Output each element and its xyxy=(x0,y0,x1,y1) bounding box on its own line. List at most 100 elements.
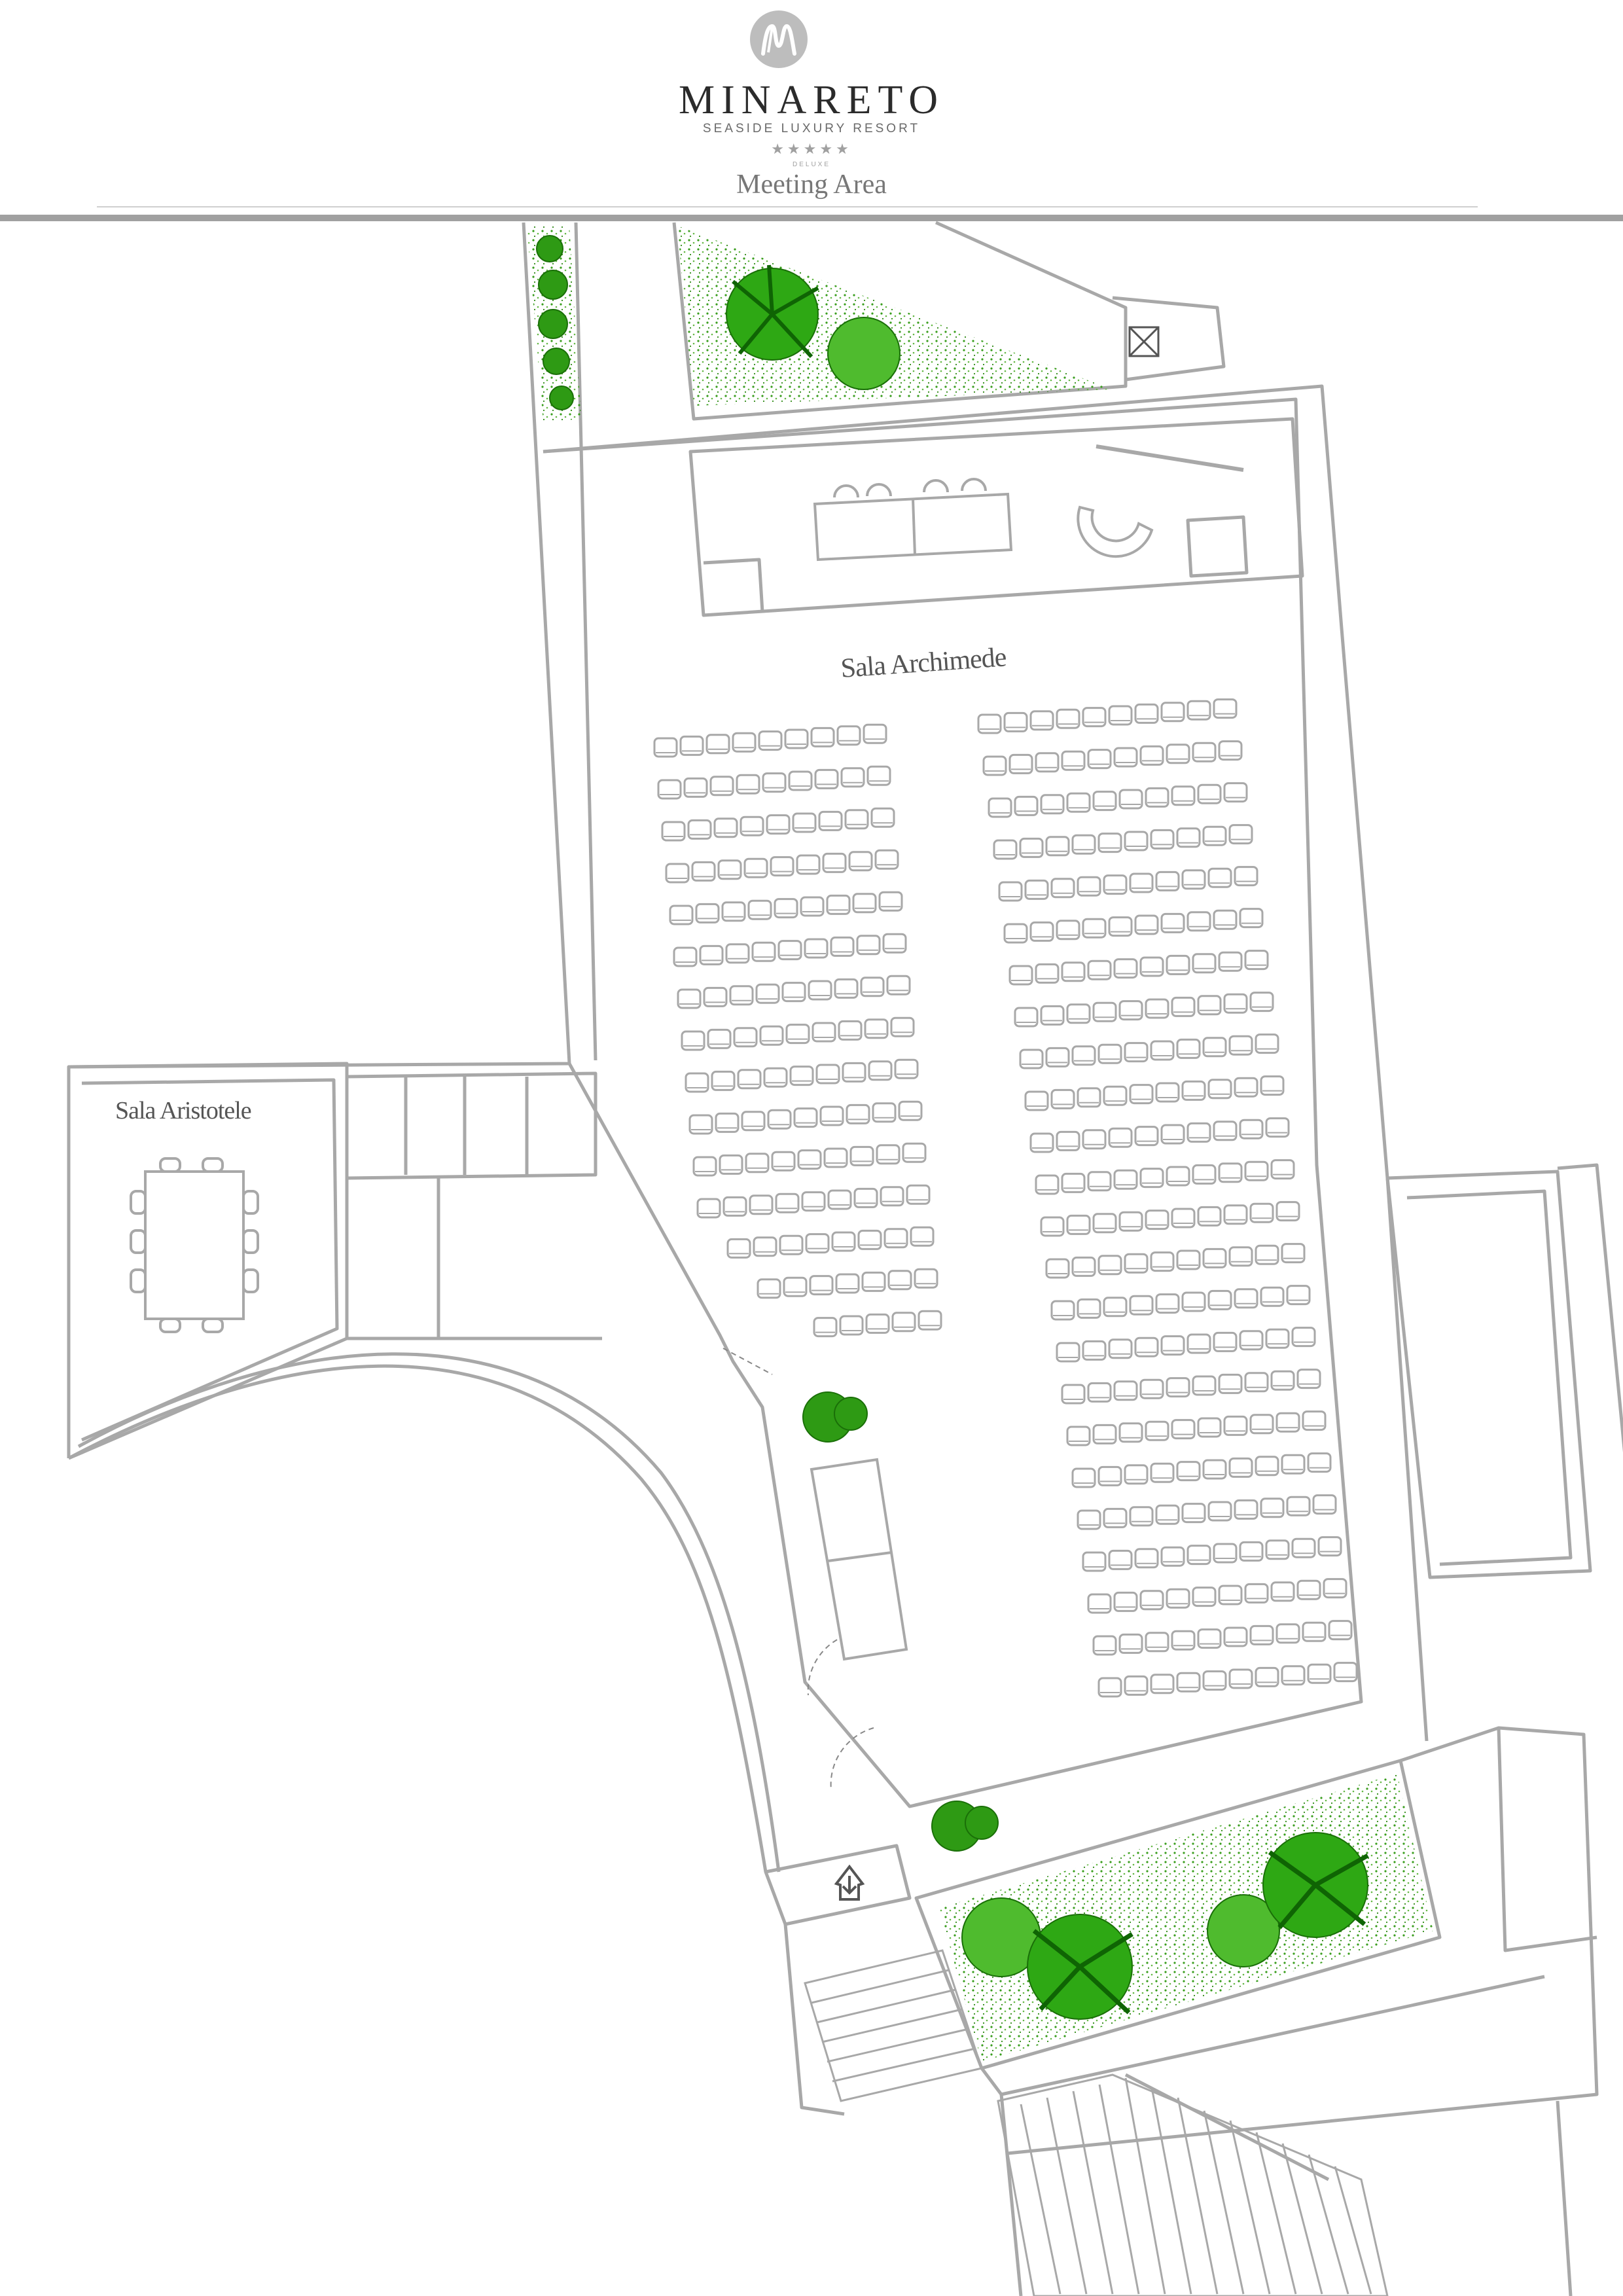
chair xyxy=(1181,1291,1206,1312)
chair xyxy=(1124,1253,1149,1274)
chair xyxy=(1207,1289,1232,1310)
chair xyxy=(1014,795,1039,816)
chair xyxy=(856,935,881,956)
chair xyxy=(797,1149,822,1170)
service-counter xyxy=(810,1458,908,1661)
chair xyxy=(835,1273,860,1294)
chair xyxy=(785,1024,810,1045)
chair xyxy=(1056,920,1080,941)
chair xyxy=(1134,1548,1159,1569)
chair xyxy=(1045,1258,1070,1279)
chair xyxy=(1181,869,1206,890)
chair xyxy=(691,861,716,882)
chair xyxy=(775,1193,800,1213)
shrub-hall-west xyxy=(802,1391,868,1443)
chair xyxy=(789,1066,814,1086)
chair xyxy=(1255,1666,1279,1687)
chair xyxy=(1050,1088,1075,1109)
chair xyxy=(709,776,734,797)
chair xyxy=(1186,911,1211,932)
chair xyxy=(818,810,843,831)
chair xyxy=(1228,1035,1253,1056)
entrance-icon xyxy=(834,1864,865,1901)
chair xyxy=(1134,1336,1159,1357)
chair xyxy=(1244,1160,1269,1181)
chair xyxy=(1139,956,1164,977)
chair xyxy=(1197,1206,1222,1227)
chair xyxy=(788,770,813,791)
chair xyxy=(891,1312,916,1333)
chair xyxy=(715,1112,740,1133)
chair xyxy=(1077,1509,1101,1530)
chair xyxy=(868,1060,893,1081)
chair xyxy=(988,797,1012,818)
chair xyxy=(1218,740,1243,761)
chair xyxy=(1186,1333,1211,1354)
stairs-west xyxy=(804,1949,983,2102)
chair xyxy=(839,1315,864,1336)
chair xyxy=(1103,1085,1128,1106)
chair xyxy=(1066,1214,1091,1235)
chair xyxy=(1056,1342,1080,1363)
chair xyxy=(1113,747,1138,768)
chair xyxy=(831,1231,856,1252)
chair xyxy=(657,779,682,800)
chair xyxy=(890,1016,915,1037)
chair xyxy=(1014,1007,1039,1028)
chair xyxy=(1312,1494,1337,1515)
chair xyxy=(696,1198,721,1219)
chair xyxy=(1134,1126,1159,1147)
chair xyxy=(848,851,873,872)
chair xyxy=(840,767,865,788)
seating-block-right xyxy=(977,698,1358,1698)
chair xyxy=(1061,1384,1086,1405)
chair xyxy=(1171,996,1196,1017)
chair xyxy=(747,899,772,920)
chair xyxy=(1234,866,1258,887)
chair xyxy=(1197,783,1222,804)
chair xyxy=(857,1229,882,1250)
chair xyxy=(1118,1211,1143,1232)
chair xyxy=(1097,1255,1122,1276)
chair xyxy=(1035,1174,1060,1195)
chair xyxy=(1118,1633,1143,1654)
chair xyxy=(1213,1121,1238,1141)
chair xyxy=(1145,1420,1169,1441)
chair xyxy=(707,1028,732,1049)
chair xyxy=(1296,1369,1321,1390)
chair xyxy=(1249,992,1274,1013)
chair xyxy=(695,903,720,924)
chair xyxy=(1202,1670,1227,1691)
chair xyxy=(1103,1507,1128,1528)
chair xyxy=(1145,998,1169,1019)
chair xyxy=(733,1027,758,1048)
shrub-column xyxy=(536,235,574,410)
chair xyxy=(1124,831,1149,852)
chair xyxy=(1281,1243,1306,1264)
chair xyxy=(722,1196,747,1217)
chair xyxy=(751,941,776,962)
chair xyxy=(1066,1003,1091,1024)
chair xyxy=(759,1025,784,1046)
chair xyxy=(1019,837,1044,858)
chair xyxy=(1192,1164,1217,1185)
chair xyxy=(1129,872,1154,893)
chair xyxy=(1296,1579,1321,1600)
stairs-south xyxy=(997,2073,1389,2296)
chair xyxy=(1113,1380,1138,1401)
chair xyxy=(902,1142,927,1163)
chair xyxy=(1213,698,1238,719)
chair xyxy=(880,1186,904,1207)
chair xyxy=(755,983,780,1004)
chair xyxy=(1244,1583,1269,1604)
chair xyxy=(1176,1249,1201,1270)
chair xyxy=(1082,1340,1107,1361)
chair xyxy=(1087,1171,1112,1192)
chair xyxy=(1291,1327,1316,1348)
chair xyxy=(1181,1080,1206,1101)
chair xyxy=(669,905,694,925)
chair xyxy=(1166,1588,1190,1609)
chair xyxy=(810,726,835,747)
chair xyxy=(1024,879,1049,900)
chair xyxy=(1234,1288,1258,1309)
